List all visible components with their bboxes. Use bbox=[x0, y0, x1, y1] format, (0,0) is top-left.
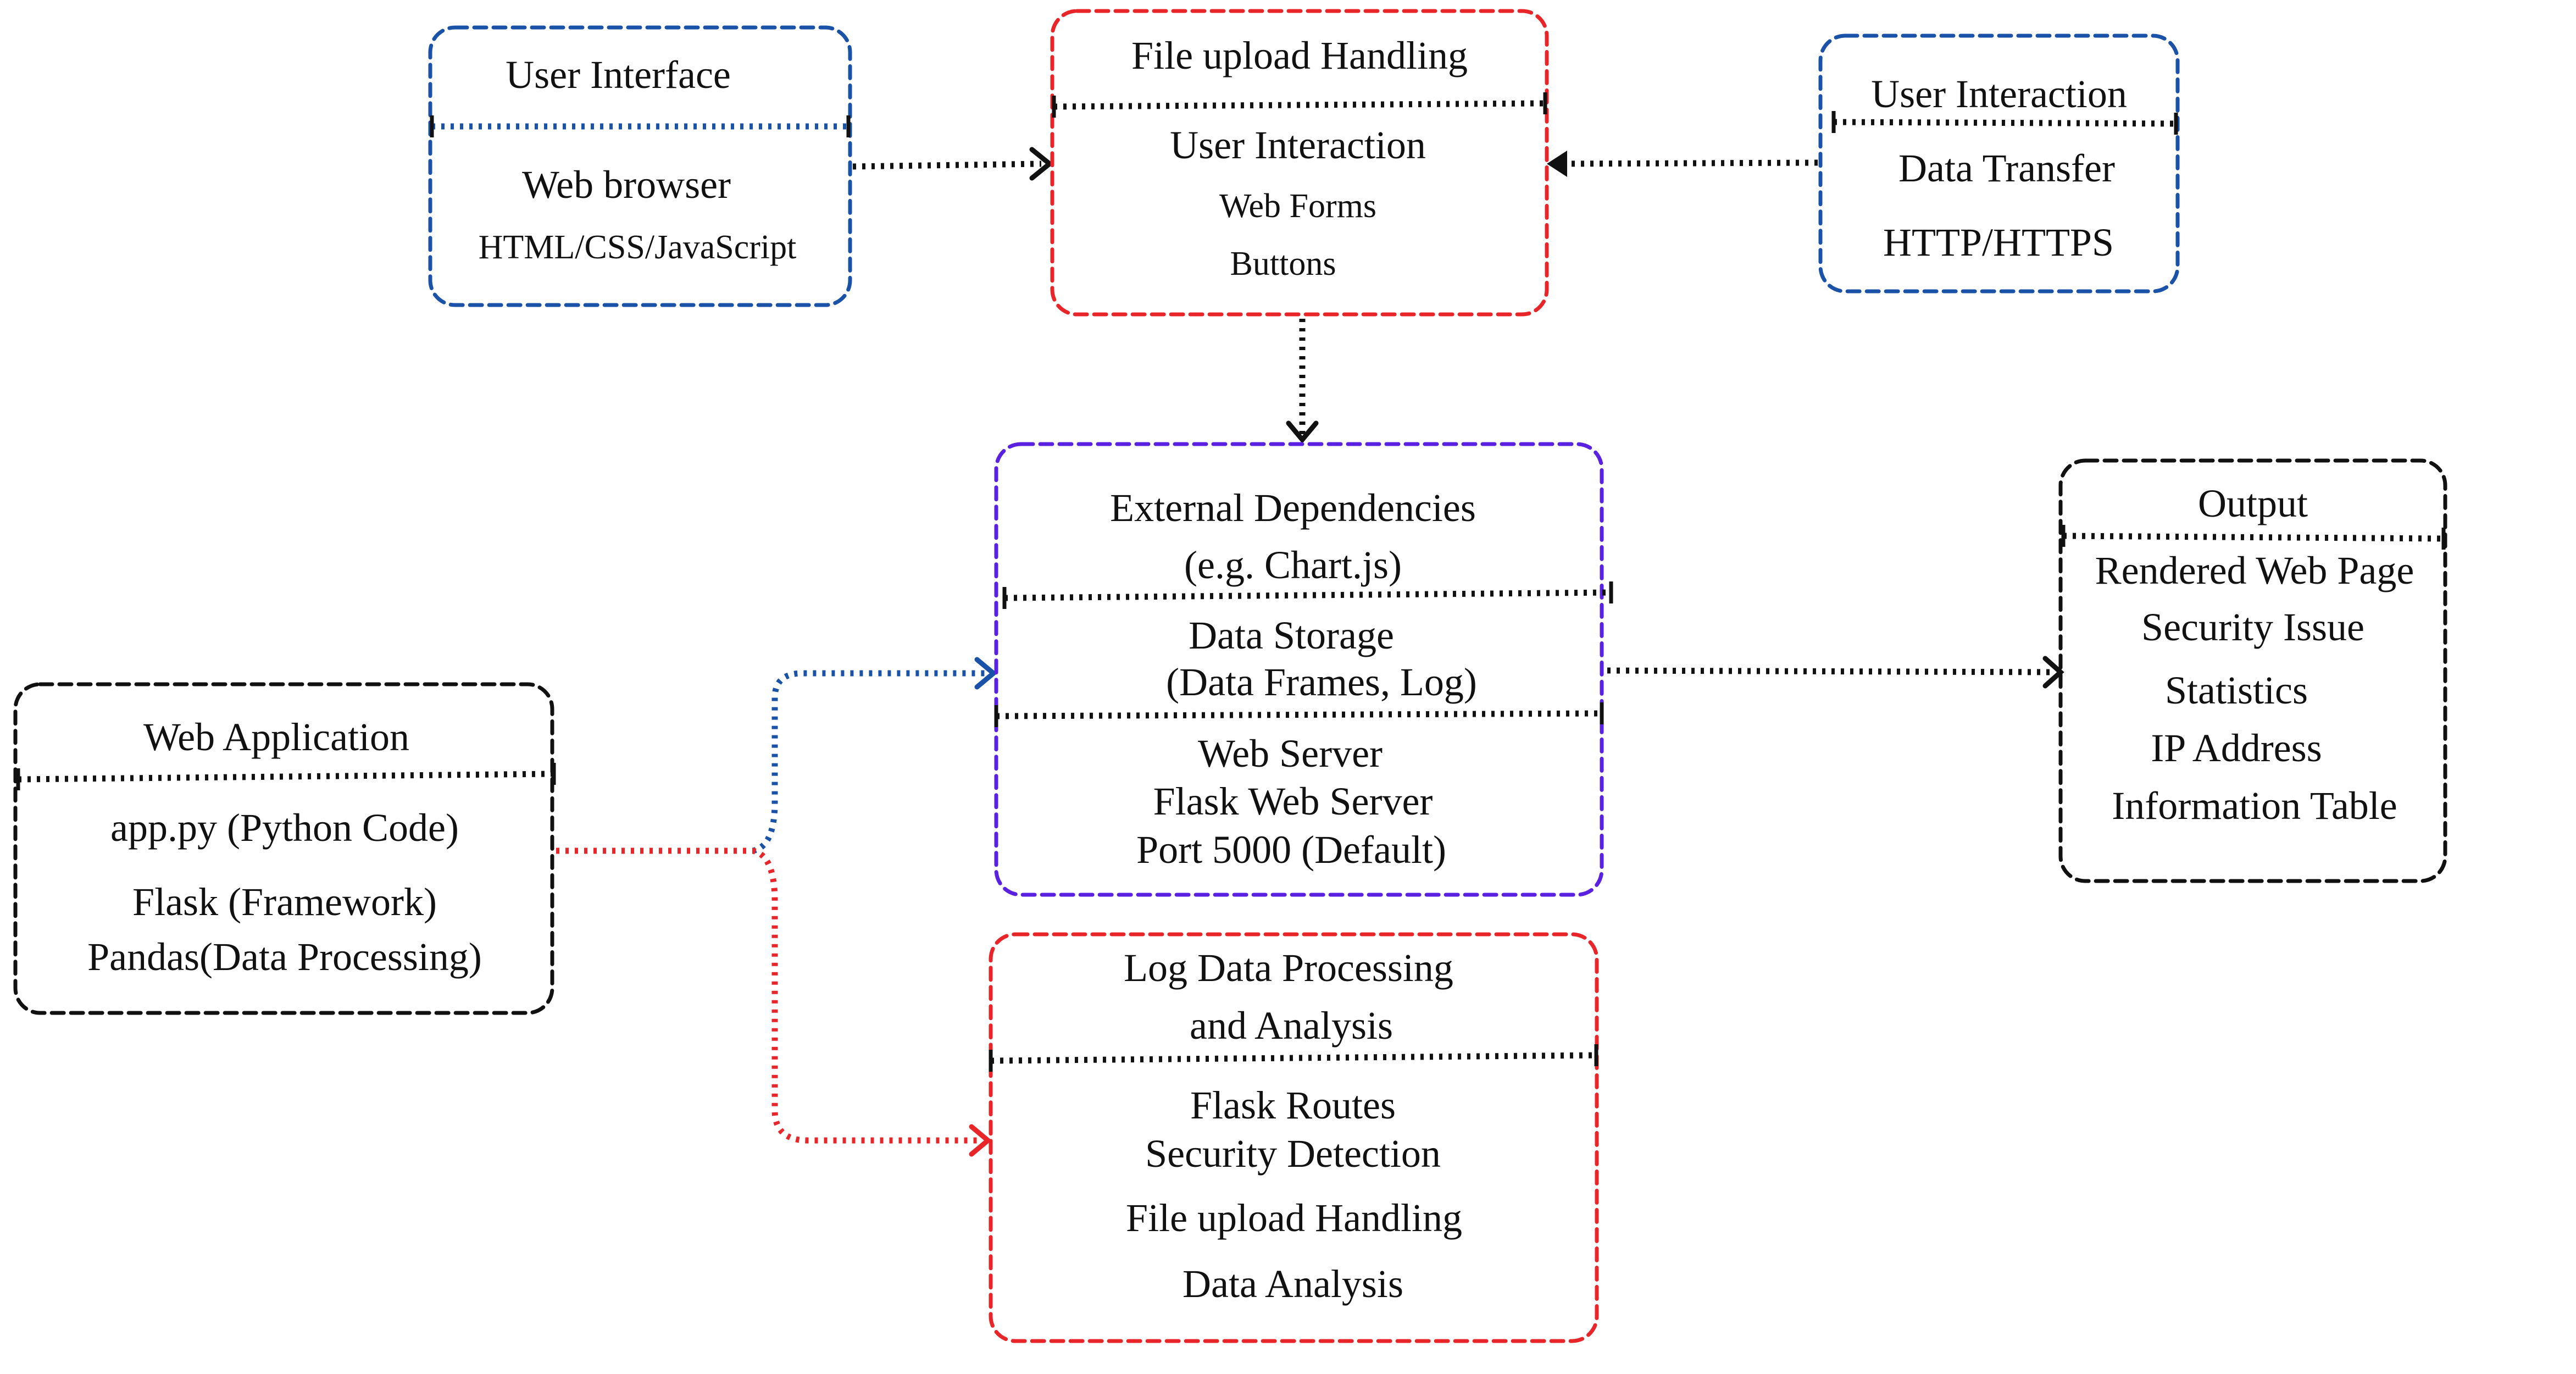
connectors bbox=[556, 147, 2064, 1157]
user-interaction-line: HTTP/HTTPS bbox=[1883, 220, 2114, 264]
processing-section3-line: Flask Web Server bbox=[1153, 779, 1433, 823]
output-line: IP Address bbox=[2151, 726, 2322, 770]
processing-section2-line: (Data Frames, Log) bbox=[1166, 660, 1477, 704]
arrow-ui-to-file-upload bbox=[852, 147, 1054, 181]
arrow-file-upload-to-processing bbox=[1286, 319, 1319, 444]
processing-section3-line: Web Server bbox=[1198, 732, 1383, 775]
log-processing-line: File upload Handling bbox=[1126, 1196, 1462, 1240]
user-interface-node: User Interface Web browser HTML/CSS/Java… bbox=[428, 25, 852, 307]
processing-node: External Dependencies (e.g. Chart.js) Da… bbox=[994, 442, 1613, 897]
file-upload-line: Buttons bbox=[1230, 245, 1336, 282]
web-application-line: Pandas(Data Processing) bbox=[87, 935, 482, 979]
file-upload-handling-node: File upload Handling User Interaction We… bbox=[1050, 9, 1549, 317]
arrow-web-app-to-processing bbox=[752, 657, 998, 854]
processing-section2-line: Data Storage bbox=[1189, 613, 1394, 657]
file-upload-line: Web Forms bbox=[1219, 187, 1376, 225]
output-title: Output bbox=[2198, 481, 2308, 525]
file-upload-line: User Interaction bbox=[1170, 123, 1426, 167]
output-node: Output Rendered Web Page Security Issue … bbox=[2058, 458, 2447, 883]
processing-section3-line: Port 5000 (Default) bbox=[1136, 828, 1446, 872]
log-processing-line: Data Analysis bbox=[1182, 1262, 1403, 1306]
user-interface-title: User Interface bbox=[506, 53, 731, 97]
output-line: Statistics bbox=[2165, 668, 2308, 712]
user-interface-line: Web browser bbox=[522, 163, 731, 207]
output-line: Rendered Web Page bbox=[2095, 549, 2414, 592]
processing-section1-line: External Dependencies bbox=[1110, 486, 1476, 530]
log-processing-line: Security Detection bbox=[1145, 1132, 1441, 1176]
arrow-web-app-to-log-processing bbox=[556, 847, 992, 1157]
web-application-line: app.py (Python Code) bbox=[110, 806, 459, 850]
user-interface-line: HTML/CSS/JavaScript bbox=[479, 229, 797, 266]
log-processing-node: Log Data Processing and Analysis Flask R… bbox=[989, 932, 1599, 1343]
arrowhead-filled bbox=[1547, 151, 1567, 177]
processing-section1-line: (e.g. Chart.js) bbox=[1184, 543, 1402, 587]
arrow-processing-to-output bbox=[1607, 656, 2064, 689]
user-interaction-node: User Interaction Data Transfer HTTP/HTTP… bbox=[1818, 34, 2180, 293]
user-interaction-title: User Interaction bbox=[1871, 72, 2127, 116]
file-upload-title: File upload Handling bbox=[1131, 34, 1468, 77]
log-processing-title: and Analysis bbox=[1190, 1004, 1393, 1048]
log-processing-line: Flask Routes bbox=[1190, 1083, 1396, 1127]
web-application-node: Web Application app.py (Python Code) Fla… bbox=[13, 682, 556, 1015]
output-line: Information Table bbox=[2112, 784, 2397, 828]
log-processing-title: Log Data Processing bbox=[1124, 946, 1453, 990]
arrow-user-interaction-to-file-upload bbox=[1547, 151, 1818, 177]
user-interaction-line: Data Transfer bbox=[1898, 146, 2115, 190]
web-application-title: Web Application bbox=[143, 715, 409, 759]
web-application-line: Flask (Framework) bbox=[132, 880, 437, 924]
output-line: Security Issue bbox=[2141, 605, 2364, 649]
